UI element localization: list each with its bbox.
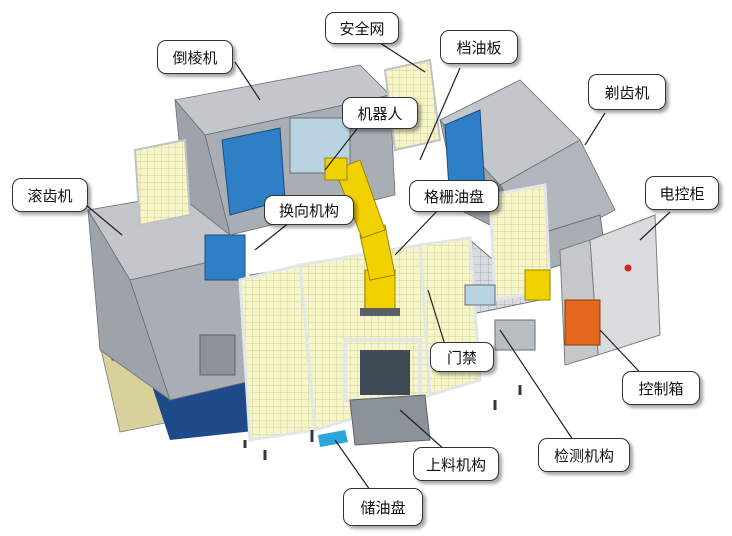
label-electrical-cabinet: 电控柜 [645,176,719,210]
label-detection-mechanism: 检测机构 [538,438,630,472]
storage-oil-pan [318,430,348,447]
label-robot: 机器人 [342,97,418,129]
label-loading-mechanism: 上料机构 [413,447,499,481]
hobbing-machine [87,189,256,402]
leader-lines [79,42,671,491]
label-hobbing-machine: 滚齿机 [12,178,88,212]
label-storage-oil-pan: 储油盘 [343,488,423,526]
label-chamfering-machine: 倒棱机 [157,40,233,74]
label-access-control: 门禁 [430,342,494,372]
label-grating-oil-pan: 格栅油盘 [409,180,499,212]
label-safety-net: 安全网 [325,12,399,44]
fence-posts [243,385,522,460]
loading-mechanism [343,338,431,446]
robot [324,157,400,316]
detection-mechanism [464,269,551,351]
label-reversing-mechanism: 换向机构 [264,195,354,225]
label-oil-guard-plate: 档油板 [440,30,518,64]
label-control-box: 控制箱 [622,371,700,405]
label-shaving-machine: 剃齿机 [588,74,666,110]
control-box [564,299,601,346]
